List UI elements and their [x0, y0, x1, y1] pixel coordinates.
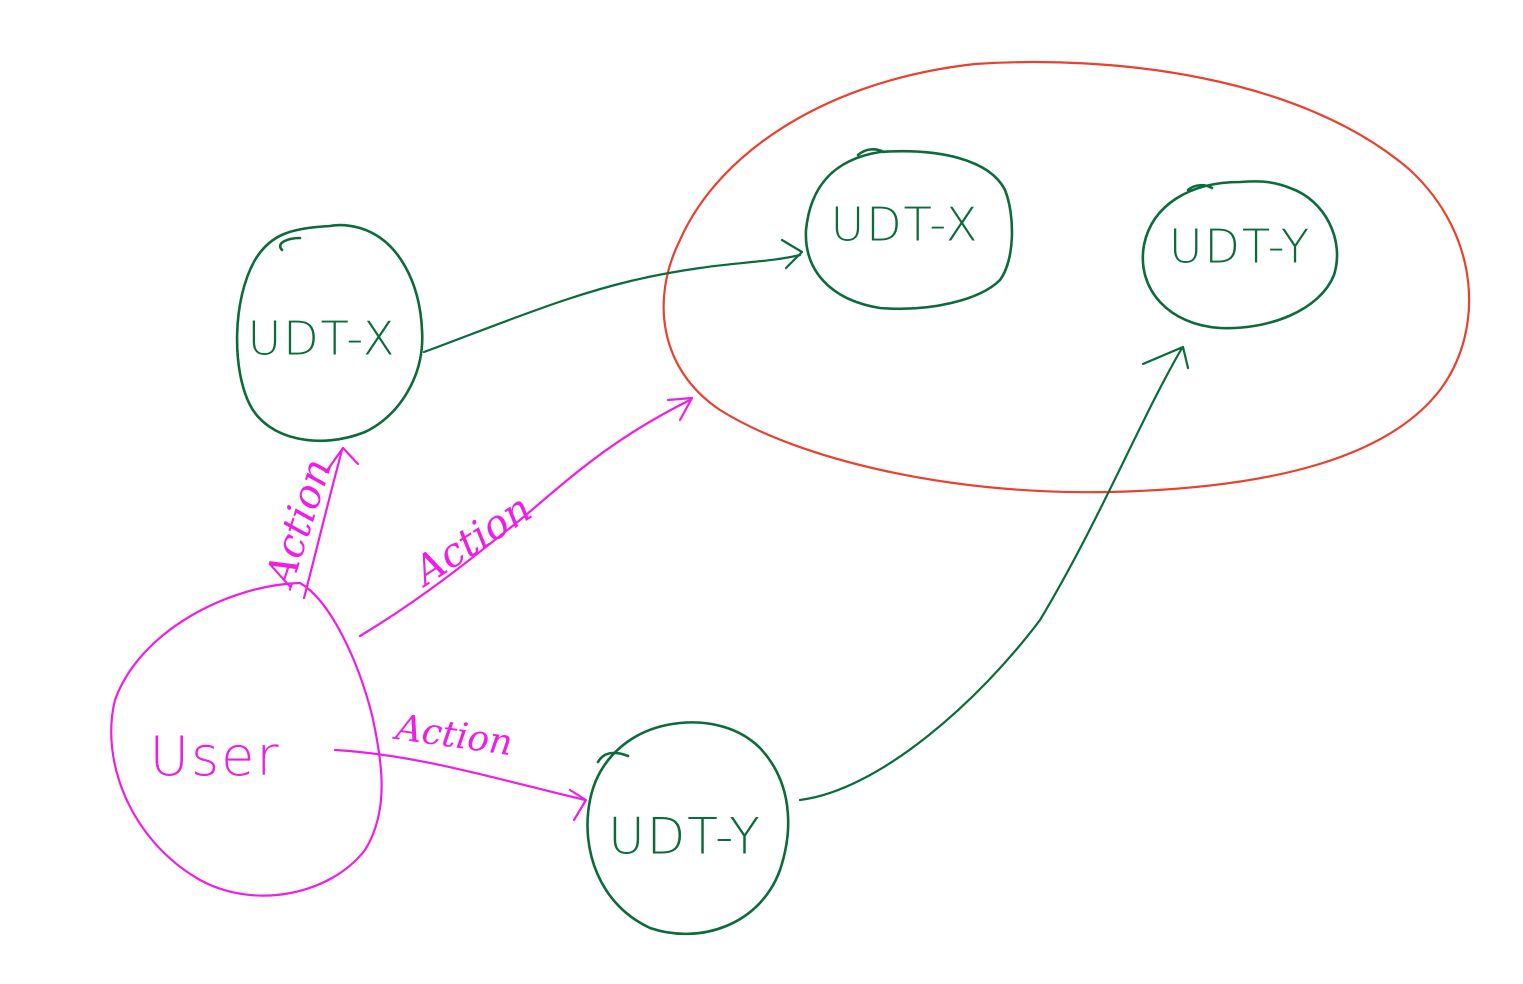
edge-user-to-udt-y-label: Action — [391, 707, 516, 764]
group-outline — [662, 60, 1471, 494]
edge-udt-x-to-udt-x-line — [422, 253, 802, 354]
edge-user-to-group-label: Action — [402, 485, 539, 597]
edge-user-to-udt-x-line — [302, 448, 344, 600]
user-node: User — [110, 581, 383, 897]
user-node-label: User — [149, 725, 280, 788]
udt-x-group-node-outline — [804, 148, 1014, 311]
edge-udt-x-to-udt-x-arrowhead — [780, 238, 804, 270]
udt-x-left-node: UDT-X — [235, 223, 424, 443]
udt-y-group-node: UDT-Y — [1141, 180, 1339, 330]
udt-x-left-node-outline — [235, 223, 424, 443]
udt-x-group-node: UDT-X — [804, 148, 1014, 311]
udt-x-left-node-label: UDT-X — [248, 312, 397, 366]
edge-user-to-udt-x-label: Action — [256, 453, 341, 595]
edge-udt-y-to-udt-y-arrowhead — [1141, 345, 1190, 370]
edge-user-to-udt-y-line — [333, 748, 587, 802]
edge-user-to-group: Action — [358, 396, 694, 638]
udt-y-bottom-node: UDT-Y — [586, 721, 790, 936]
udt-y-group-node-label: UDT-Y — [1169, 220, 1311, 274]
edge-user-to-group-line — [358, 398, 692, 638]
edge-udt-y-to-udt-y-line — [798, 346, 1184, 802]
user-node-outline — [110, 581, 383, 897]
edge-user-to-udt-y-arrowhead — [568, 788, 588, 822]
edge-user-to-udt-x-arrowhead — [324, 446, 360, 474]
udt-y-bottom-node-label: UDT-Y — [608, 808, 762, 866]
udt-x-group-node-label: UDT-X — [831, 198, 980, 252]
edge-user-to-udt-x: Action — [256, 446, 360, 600]
edge-user-to-group-arrowhead — [666, 396, 694, 422]
edge-user-to-udt-y: Action — [333, 707, 588, 822]
udt-y-bottom-node-outline — [586, 721, 790, 936]
edge-udt-y-to-udt-y — [798, 345, 1190, 802]
udt-y-group-node-outline — [1141, 180, 1339, 330]
edge-udt-x-to-udt-x — [422, 238, 804, 354]
